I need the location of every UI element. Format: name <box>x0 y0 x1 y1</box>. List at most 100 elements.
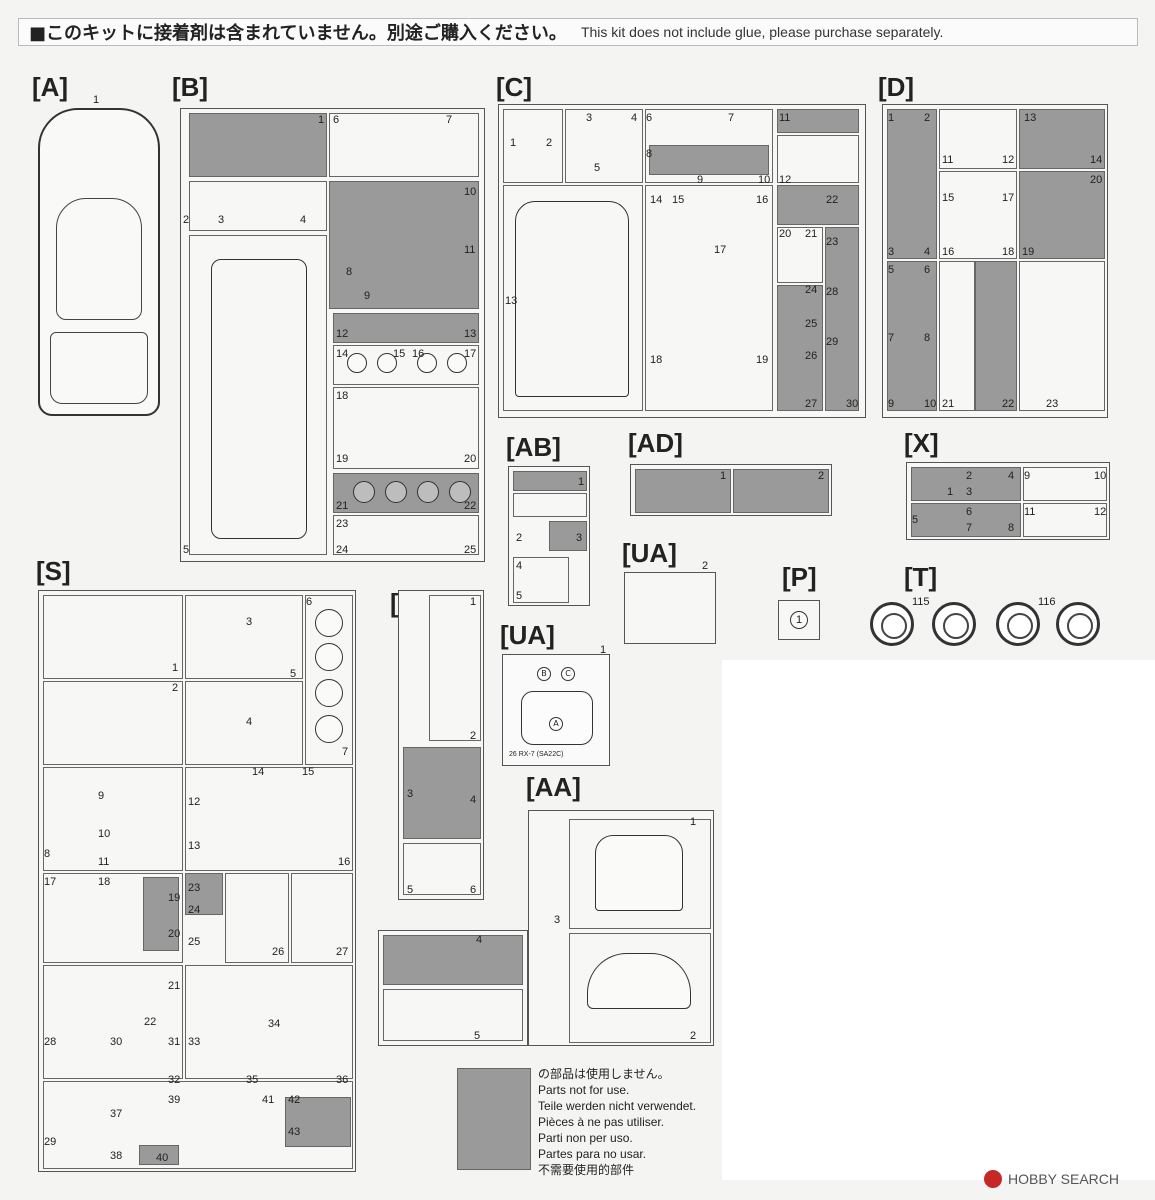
part-number: 18 <box>1002 246 1015 258</box>
part-number: 9 <box>888 398 895 410</box>
wheel-part <box>353 481 375 503</box>
decal-a: A <box>549 717 563 731</box>
car-roof-outline <box>56 198 142 320</box>
part-number: 17 <box>464 348 477 360</box>
part-cell <box>513 493 587 517</box>
part-number: 10 <box>98 828 111 840</box>
chassis-cell <box>189 235 327 555</box>
part-cell <box>1023 503 1107 537</box>
part-cell <box>329 113 479 177</box>
legend-line-es: Partes para no usar. <box>538 1147 647 1161</box>
part-number: 15 <box>942 192 955 204</box>
part-number: 42 <box>288 1094 301 1106</box>
part-cell <box>403 843 481 895</box>
part-number: 5 <box>474 1030 481 1042</box>
unused-part-area <box>329 181 479 309</box>
part-number: 19 <box>1022 246 1035 258</box>
part-number: 7 <box>728 112 735 124</box>
part-number: 28 <box>826 286 839 298</box>
part-number: 2 <box>924 112 931 124</box>
part-number: 25 <box>464 544 477 556</box>
part-number: 9 <box>98 790 105 802</box>
tire-part <box>996 602 1040 646</box>
part-number: 4 <box>476 934 483 946</box>
car-hood-outline <box>50 332 148 404</box>
part-number: 6 <box>966 506 973 518</box>
part-number: 20 <box>168 928 181 940</box>
legend-line-it: Parti non per uso. <box>538 1131 633 1145</box>
part-number: 4 <box>1008 470 1015 482</box>
legend-line-fr: Pièces à ne pas utiliser. <box>538 1115 665 1129</box>
part-number: 4 <box>300 214 307 226</box>
unused-part-area <box>185 873 223 915</box>
part-cell <box>1023 467 1107 501</box>
legend-line-ja: の部品は使用しません。 <box>538 1067 670 1081</box>
sprue-label-d: [D] <box>878 72 915 102</box>
part-number: 2 <box>546 137 553 149</box>
wheel-part <box>385 481 407 503</box>
part-number: 6 <box>924 264 931 276</box>
part-number: 3 <box>554 914 561 926</box>
part-number: 116 <box>1038 596 1056 608</box>
part-number: 6 <box>470 884 477 896</box>
part-cell <box>645 185 773 411</box>
part-number: 10 <box>924 398 937 410</box>
part-cell <box>333 345 479 385</box>
sprue-frame-c <box>498 104 866 418</box>
part-number: 22 <box>1002 398 1015 410</box>
unused-part-area <box>403 747 481 839</box>
part-number: 2 <box>690 1030 697 1042</box>
part-number: 12 <box>336 328 349 340</box>
part-number: 30 <box>846 398 859 410</box>
hobby-search-logo-icon <box>984 1170 1002 1188</box>
part-number: 1 <box>578 476 585 488</box>
part-number: 27 <box>805 398 818 410</box>
part-number: 12 <box>1002 154 1015 166</box>
legend-line-en: Parts not for use. <box>538 1083 630 1097</box>
tire-part <box>870 602 914 646</box>
part-number: 13 <box>1024 112 1037 124</box>
part-number: 2 <box>470 730 477 742</box>
part-number: 5 <box>594 162 601 174</box>
part-number: 38 <box>110 1150 123 1162</box>
part-number: 4 <box>470 794 477 806</box>
part-number: 12 <box>1094 506 1107 518</box>
part-number: 7 <box>342 746 349 758</box>
part-cell <box>513 557 569 603</box>
part-cell <box>429 595 481 741</box>
wheel-cell <box>305 595 353 765</box>
part-number: 13 <box>188 840 201 852</box>
unused-part-area <box>143 877 179 951</box>
sprue-frame-p <box>778 600 820 640</box>
decal-b: B <box>537 667 551 681</box>
part-number: 3 <box>576 532 583 544</box>
part-number: 14 <box>1090 154 1103 166</box>
part-cell <box>225 873 289 963</box>
part-number: 9 <box>364 290 371 302</box>
part-number: 16 <box>338 856 351 868</box>
part-number: 3 <box>246 616 253 628</box>
sprue-frame-ua-top <box>624 572 716 644</box>
part-number: 2 <box>183 214 190 226</box>
part-number: 11 <box>464 244 476 256</box>
part-number: 11 <box>98 856 110 868</box>
part-number: 3 <box>586 112 593 124</box>
unused-parts-legend: の部品は使用しません。 Parts not for use. Teile wer… <box>538 1066 696 1178</box>
sprue-frame-b <box>180 108 485 562</box>
part-number: 30 <box>110 1036 123 1048</box>
part-cell <box>333 515 479 555</box>
part-number: 37 <box>110 1108 123 1120</box>
unused-part-area <box>1019 171 1105 259</box>
part-number: 5 <box>183 544 190 556</box>
unused-part-area <box>911 467 1021 501</box>
unused-part-area <box>777 109 859 133</box>
fender-cell <box>43 595 183 679</box>
window-cell <box>569 933 711 1043</box>
side-window-cell <box>383 989 523 1041</box>
unused-part-area <box>649 145 769 175</box>
part-number: 17 <box>44 876 57 888</box>
part-number: 34 <box>268 1018 281 1030</box>
car-body-part <box>38 108 160 416</box>
tire-part <box>932 602 976 646</box>
part-number: 12 <box>779 174 792 186</box>
